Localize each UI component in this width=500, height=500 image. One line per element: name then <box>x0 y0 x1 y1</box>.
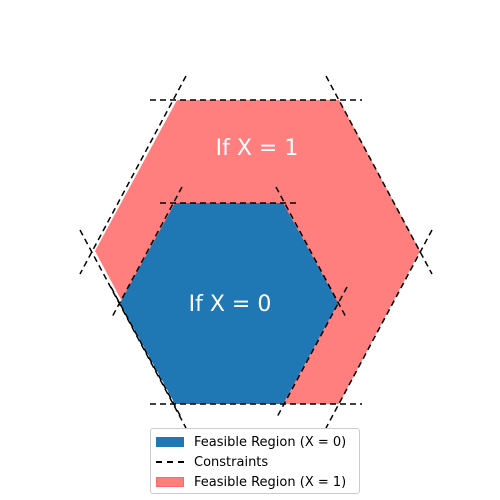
legend-swatch-constraints <box>156 461 184 463</box>
legend-label-x1: Feasible Region (X = 1) <box>194 474 347 490</box>
label-x0: If X = 0 <box>189 292 272 317</box>
legend-swatch-x1 <box>156 477 184 487</box>
legend-item-x1: Feasible Region (X = 1) <box>156 472 359 492</box>
constraint-line <box>275 286 348 420</box>
legend-label-constraints: Constraints <box>194 454 269 470</box>
legend-label-x0: Feasible Region (X = 0) <box>194 434 347 450</box>
constraint-line <box>110 286 183 420</box>
legend-item-x0: Feasible Region (X = 0) <box>156 432 359 452</box>
legend-item-constraints: Constraints <box>156 452 359 472</box>
legend: Feasible Region (X = 0) Constraints Feas… <box>150 428 360 494</box>
legend-swatch-x0 <box>156 437 184 447</box>
inner-constraints <box>110 186 348 420</box>
constraint-line <box>79 75 187 275</box>
constraint-line <box>110 186 183 320</box>
label-x1: If X = 1 <box>216 136 299 161</box>
constraint-line <box>275 186 348 320</box>
constraint-line <box>325 229 433 429</box>
outer-constraints <box>79 75 433 429</box>
feasible-region-x0 <box>120 203 338 404</box>
constraint-line <box>325 75 433 275</box>
constraint-line <box>79 229 187 429</box>
